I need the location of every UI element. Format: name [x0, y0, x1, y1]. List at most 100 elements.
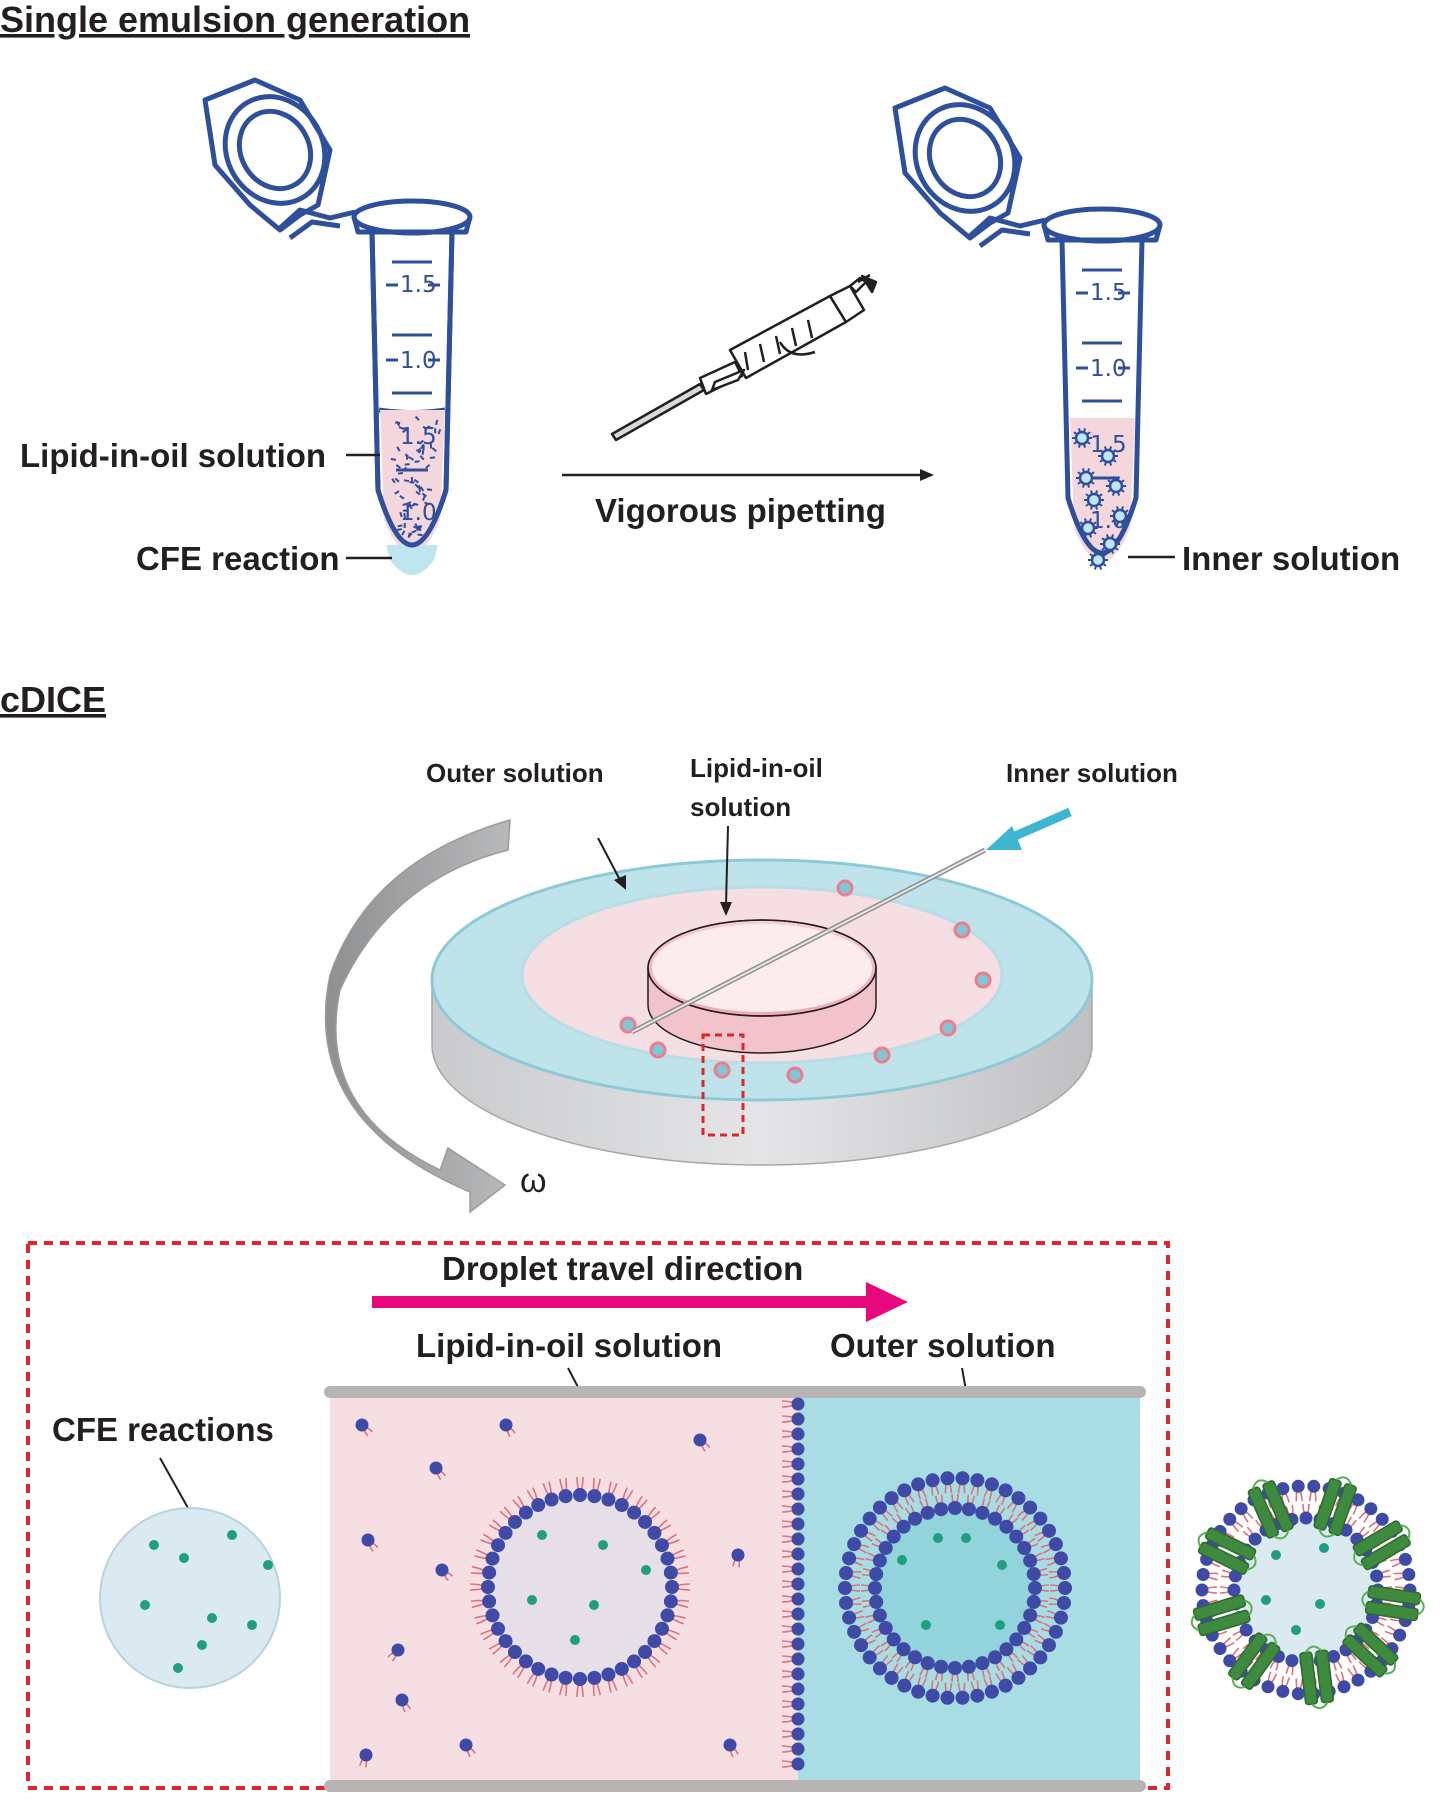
tube-tick-label: 1.5: [400, 272, 437, 298]
membrane-protein: [1299, 1645, 1335, 1710]
bilayer-inner-lipid: [896, 1642, 911, 1657]
bilayer-outer-lipid: [1337, 1680, 1351, 1694]
monolayer-lipid: [507, 1514, 522, 1529]
bilayer-inner-lipid: [1285, 1654, 1299, 1668]
bilayer-outer-lipid: [970, 1688, 985, 1703]
bilayer-inner-lipid: [1026, 1567, 1041, 1582]
monolayer-lipid: [660, 1608, 675, 1623]
protein-helix: [1192, 1594, 1247, 1621]
monolayer-lipid: [491, 1538, 506, 1553]
protein-loop: [1344, 1625, 1397, 1675]
protein-helix: [1328, 1483, 1357, 1537]
interface-lipid: [791, 1682, 805, 1696]
label-inner-solution: Inner solution: [1006, 758, 1178, 788]
monolayer-lipid: [614, 1498, 629, 1513]
emulsion-droplet: [1102, 536, 1118, 552]
monolayer-lipid: [481, 1580, 495, 1594]
lipid-speck: [396, 528, 402, 532]
bilayer-inner-lipid: [878, 1541, 893, 1555]
dish-droplet: [649, 1041, 667, 1059]
interface-lipid: [791, 1577, 805, 1591]
protein-helix: [1313, 1477, 1342, 1531]
interface-lipid: [791, 1487, 805, 1501]
bilayer-outer-lipid: [854, 1523, 869, 1538]
label-omega: ω: [520, 1162, 547, 1200]
interface-lipid: [791, 1532, 805, 1546]
bilayer-outer-lipid: [1048, 1624, 1063, 1639]
bilayer-inner-lipid: [872, 1608, 887, 1623]
protein-helix: [1197, 1541, 1250, 1575]
interface-lipid: [791, 1622, 805, 1636]
monolayer-lipid: [544, 1667, 559, 1682]
bilayer-outer-lipid: [872, 1500, 887, 1515]
bilayer-outer-lipid: [872, 1661, 887, 1676]
bilayer-outer-lipid: [984, 1684, 999, 1699]
interface-lipid: [791, 1652, 805, 1666]
monolayer-lipid: [518, 1505, 533, 1520]
bilayer-inner-lipid: [869, 1567, 884, 1582]
bilayer-outer-lipid: [847, 1537, 862, 1552]
cargo-dot: [537, 1530, 547, 1540]
bilayer-outer-lipid: [1291, 1687, 1305, 1701]
bilayer-inner-lipid: [999, 1519, 1014, 1534]
droplet-core: [490, 1497, 670, 1677]
lipid-speck: [407, 532, 413, 538]
bilayer-inner-lipid: [920, 1505, 935, 1520]
monolayer-lipid: [485, 1551, 500, 1566]
bilayer-inner-lipid: [1028, 1581, 1042, 1595]
bilayer-outer-lipid: [897, 1483, 912, 1498]
free-lipid: [355, 1418, 369, 1432]
lipid-speck: [395, 464, 401, 469]
bilayer-outer-lipid: [1196, 1567, 1210, 1581]
bilayer-outer-lipid: [1307, 1479, 1321, 1493]
protein-loop: [1353, 1524, 1411, 1567]
lipid-speck: [429, 456, 436, 460]
lipid-speck: [396, 446, 401, 452]
lipid-speck: [414, 415, 420, 421]
cargo-dot: [197, 1640, 207, 1650]
monolayer-lipid: [531, 1498, 546, 1513]
monolayer-lipid: [638, 1514, 653, 1529]
bilayer-inner-lipid: [948, 1661, 962, 1675]
interface-lipid: [791, 1607, 805, 1621]
lipid-speck: [398, 426, 404, 430]
lipid-speck: [421, 492, 427, 498]
lipid-speck: [394, 490, 400, 495]
tube-after-icon: 1.5 1.0 1.5 1.0: [892, 85, 1163, 570]
lipid-speck: [406, 502, 411, 508]
monolayer-lipid: [601, 1667, 616, 1682]
monolayer-lipid: [647, 1634, 662, 1649]
lipid-speck: [402, 428, 408, 434]
tube-tick-label: 1.5: [1090, 280, 1127, 306]
lipid-speck: [419, 455, 425, 461]
bilayer-inner-lipid: [1017, 1541, 1032, 1555]
interface-lipid: [791, 1517, 805, 1531]
cargo-dot: [149, 1540, 159, 1550]
lipid-speck: [401, 530, 406, 536]
lipid-coated-droplet: [469, 1476, 691, 1698]
protein-loop: [1197, 1531, 1257, 1571]
interface-lipid: [791, 1457, 805, 1471]
cargo-dot: [598, 1540, 608, 1550]
bilayer-inner-lipid: [999, 1642, 1014, 1657]
cargo-dot: [227, 1530, 237, 1540]
emulsion-droplets: [1072, 428, 1130, 570]
monolayer-lipid: [507, 1645, 522, 1660]
bilayer-outer-lipid: [1261, 1680, 1275, 1694]
bilayer-outer-lipid: [1195, 1583, 1209, 1597]
dish-droplet: [873, 1046, 891, 1064]
protein-helix: [1315, 1649, 1335, 1704]
lipid-speck: [414, 483, 420, 489]
bilayer-outer-lipid: [838, 1581, 852, 1595]
cargo-dot: [995, 1620, 1005, 1630]
emulsion-droplet: [1086, 492, 1102, 508]
cargo-dot: [247, 1620, 257, 1630]
protein-helix: [1262, 1480, 1294, 1533]
cargo-dot: [173, 1663, 183, 1673]
cargo-dot: [1291, 1625, 1301, 1635]
membrane-protein: [1352, 1520, 1411, 1571]
monolayer-lipid: [482, 1594, 497, 1609]
bilayer-outer-lipid: [998, 1678, 1013, 1693]
cargo-dot: [1315, 1599, 1325, 1609]
monolayer-lipid: [498, 1634, 513, 1649]
